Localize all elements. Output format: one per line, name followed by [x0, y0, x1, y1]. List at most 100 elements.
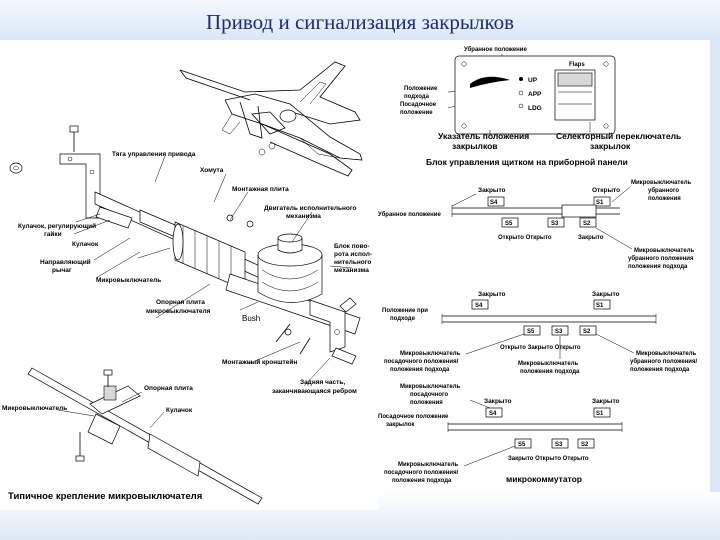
svg-text:положения подхода: положения подхода: [628, 264, 688, 270]
svg-text:Закрыто Открыто Открыто: Закрыто Открыто Открыто: [508, 456, 589, 462]
detail-cam: Кулачок: [166, 407, 193, 414]
right-side-band: [710, 40, 720, 540]
svg-text:положения подхода: положения подхода: [392, 478, 452, 484]
svg-text:посадочного: посадочного: [410, 392, 448, 398]
svg-text:S2: S2: [583, 329, 591, 335]
svg-text:Открыто Закрыто Открыто: Открыто Закрыто Открыто: [500, 345, 581, 351]
svg-text:Открыто: Открыто: [592, 187, 620, 194]
svg-text:подходе: подходе: [390, 316, 416, 322]
svg-text:Закрыто: Закрыто: [592, 398, 620, 405]
pos-up: UP: [528, 77, 538, 84]
svg-text:закрылок: закрылок: [590, 141, 631, 151]
schematic-row-retracted: Закрыто Открыто Микровыключатель убранно…: [378, 180, 695, 270]
panel-block-caption: Блок управления щитком на приборной пане…: [426, 157, 628, 167]
svg-text:положение: положение: [400, 110, 433, 116]
label-mount-plate: Монтажная плита: [232, 186, 289, 193]
pos-ldg: LDG: [528, 105, 542, 112]
svg-text:S5: S5: [518, 442, 526, 448]
svg-text:механизма: механизма: [334, 267, 369, 274]
flaps-title: Flaps: [569, 62, 585, 68]
schematic-row-landing: Микровыключатель посадочного положения З…: [378, 384, 623, 484]
title-band: [0, 0, 720, 40]
svg-text:Положение: Положение: [404, 86, 438, 92]
label-bush: Bush: [242, 314, 260, 323]
svg-text:рычаг: рычаг: [52, 267, 72, 274]
detail-caption: Типичное крепление микровыключателя: [8, 491, 202, 502]
svg-text:S3: S3: [551, 221, 559, 227]
microswitch-mount-detail: Опорная плита Микровыключатель Кулачок Т…: [2, 367, 263, 505]
svg-text:Положение при: Положение при: [382, 308, 428, 314]
schematic-row-approach: Закрыто Закрыто S4 S1 Положение при подх…: [382, 291, 697, 375]
label-bracket: Монтажный кронштейн: [222, 358, 297, 366]
svg-text:закрылок: закрылок: [386, 422, 414, 428]
flap-actuator-mechanism: Тяга управления привода Хомута Монтажная…: [9, 125, 372, 395]
microswitch-schematic: Закрыто Открыто Микровыключатель убранно…: [378, 180, 697, 484]
svg-text:Микровыключатель: Микровыключатель: [636, 351, 697, 357]
svg-text:положения: положения: [410, 400, 443, 406]
label-rod: Тяга управления привода: [112, 151, 196, 158]
svg-text:S5: S5: [527, 329, 535, 335]
svg-text:Двигатель исполнительного: Двигатель исполнительного: [264, 205, 357, 212]
svg-text:нительного: нительного: [334, 259, 371, 266]
svg-text:посадочного положения/: посадочного положения/: [384, 359, 459, 365]
svg-text:Кулачок, регулирующий: Кулачок, регулирующий: [18, 222, 96, 230]
svg-text:S1: S1: [596, 411, 604, 417]
svg-text:Закрыто: Закрыто: [478, 291, 506, 298]
svg-text:S1: S1: [596, 303, 604, 309]
svg-text:Указатель положения: Указатель положения: [438, 131, 529, 141]
svg-text:положения подхода: положения подхода: [390, 367, 450, 373]
label-clamp: Хомута: [200, 167, 224, 174]
aircraft-drawing: [179, 61, 363, 177]
svg-text:S2: S2: [581, 442, 589, 448]
svg-text:посадочного положения/: посадочного положения/: [384, 470, 459, 476]
svg-text:Селекторный переключатель: Селекторный переключатель: [556, 131, 681, 141]
svg-text:положения: положения: [648, 196, 681, 202]
svg-text:S4: S4: [490, 200, 498, 206]
svg-text:микровыключателя: микровыключателя: [146, 308, 211, 315]
svg-text:закрылков: закрылков: [452, 141, 498, 151]
svg-text:Посадочное: Посадочное: [400, 102, 437, 108]
svg-text:Задняя часть,: Задняя часть,: [300, 379, 345, 386]
svg-text:S3: S3: [555, 329, 563, 335]
svg-text:Опорная плита: Опорная плита: [156, 299, 205, 306]
svg-text:Направляющий: Направляющий: [40, 258, 91, 266]
svg-text:Закрыто: Закрыто: [578, 235, 604, 241]
svg-text:S3: S3: [555, 442, 563, 448]
detail-microswitch: Микровыключатель: [2, 405, 67, 412]
svg-text:подхода: подхода: [404, 94, 430, 100]
flap-indicator-needle-icon: [470, 76, 510, 88]
svg-text:Закрыто: Закрыто: [478, 187, 506, 194]
pos-app: APP: [528, 91, 542, 98]
slide-title: Привод и сигнализация закрылков: [205, 10, 515, 34]
svg-text:Микровыключатель: Микровыключатель: [518, 361, 579, 367]
svg-text:S4: S4: [475, 303, 483, 309]
svg-text:Открыто Открыто: Открыто Открыто: [498, 235, 552, 241]
svg-text:положения подхода: положения подхода: [520, 369, 580, 375]
schematic-caption: микрокоммутатор: [506, 474, 582, 484]
svg-text:S4: S4: [489, 411, 497, 417]
svg-text:механизма: механизма: [286, 213, 321, 220]
svg-text:S2: S2: [583, 221, 591, 227]
svg-text:убранного положения: убранного положения: [628, 255, 694, 262]
svg-text:убранного положения/: убранного положения/: [630, 358, 697, 365]
svg-text:Закрыто: Закрыто: [484, 398, 512, 405]
svg-text:Микровыключатель: Микровыключатель: [631, 180, 692, 186]
detail-support-plate: Опорная плита: [144, 385, 193, 392]
svg-text:заканчивающаяся ребром: заканчивающаяся ребром: [272, 387, 357, 395]
svg-text:Закрыто: Закрыто: [592, 291, 620, 298]
svg-text:Микровыключатель: Микровыключатель: [634, 248, 695, 254]
svg-text:Микровыключатель: Микровыключатель: [400, 351, 461, 357]
svg-text:Посадочное положение: Посадочное положение: [378, 414, 449, 420]
svg-text:S1: S1: [596, 200, 604, 206]
row1-position: Убранное положение: [378, 211, 441, 218]
label-cam: Кулачок: [72, 241, 99, 248]
svg-text:рота испол-: рота испол-: [334, 251, 372, 258]
svg-text:гайки: гайки: [44, 230, 62, 238]
svg-text:S5: S5: [505, 221, 513, 227]
label-microswitch: Микровыключатель: [96, 277, 161, 284]
svg-text:Микровыключатель: Микровыключатель: [400, 384, 461, 390]
svg-text:Микровыключатель: Микровыключатель: [398, 462, 459, 468]
flap-control-panel: Убранное положение Положение подхода Пос…: [400, 46, 681, 167]
svg-text:убранного: убранного: [648, 187, 679, 194]
svg-text:Блок пово-: Блок пово-: [334, 243, 370, 250]
